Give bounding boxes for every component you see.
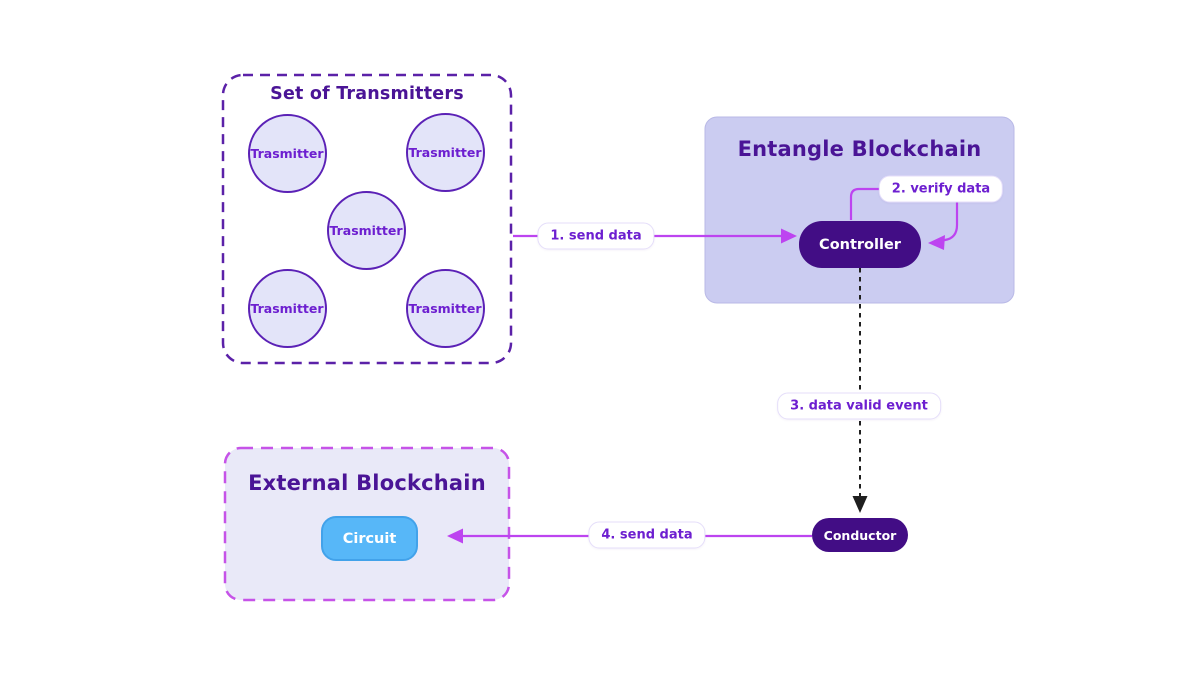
transmitters-group-title: Set of Transmitters — [270, 84, 464, 104]
data-valid-event-arrow — [852, 268, 868, 513]
entangle-blockchain-panel — [704, 116, 1015, 304]
step-4-send-data-label: 4. send data — [588, 521, 706, 549]
transmitter-node: Trasmitter — [326, 190, 406, 270]
transmitter-node-label: Trasmitter — [408, 300, 482, 316]
transmitter-node-label: Trasmitter — [250, 145, 324, 161]
step-2-verify-data-label: 2. verify data — [878, 175, 1004, 203]
transmitter-node: Trasmitter — [247, 113, 327, 193]
circuit-node: Circuit — [321, 516, 418, 561]
transmitter-node: Trasmitter — [405, 112, 485, 192]
transmitter-node-label: Trasmitter — [329, 222, 403, 238]
transmitter-node-label: Trasmitter — [408, 144, 482, 160]
entangle-blockchain-title: Entangle Blockchain — [737, 137, 982, 161]
transmitter-node: Trasmitter — [247, 268, 327, 348]
conductor-node: Conductor — [812, 518, 908, 552]
transmitter-node: Trasmitter — [405, 268, 485, 348]
verify-data-arrow — [849, 187, 959, 250]
controller-node: Controller — [799, 221, 921, 268]
step-3-data-valid-event-label: 3. data valid event — [777, 392, 941, 420]
step-1-send-data-label: 1. send data — [537, 222, 655, 250]
external-blockchain-title: External Blockchain — [248, 471, 486, 495]
transmitter-node-label: Trasmitter — [250, 300, 324, 316]
